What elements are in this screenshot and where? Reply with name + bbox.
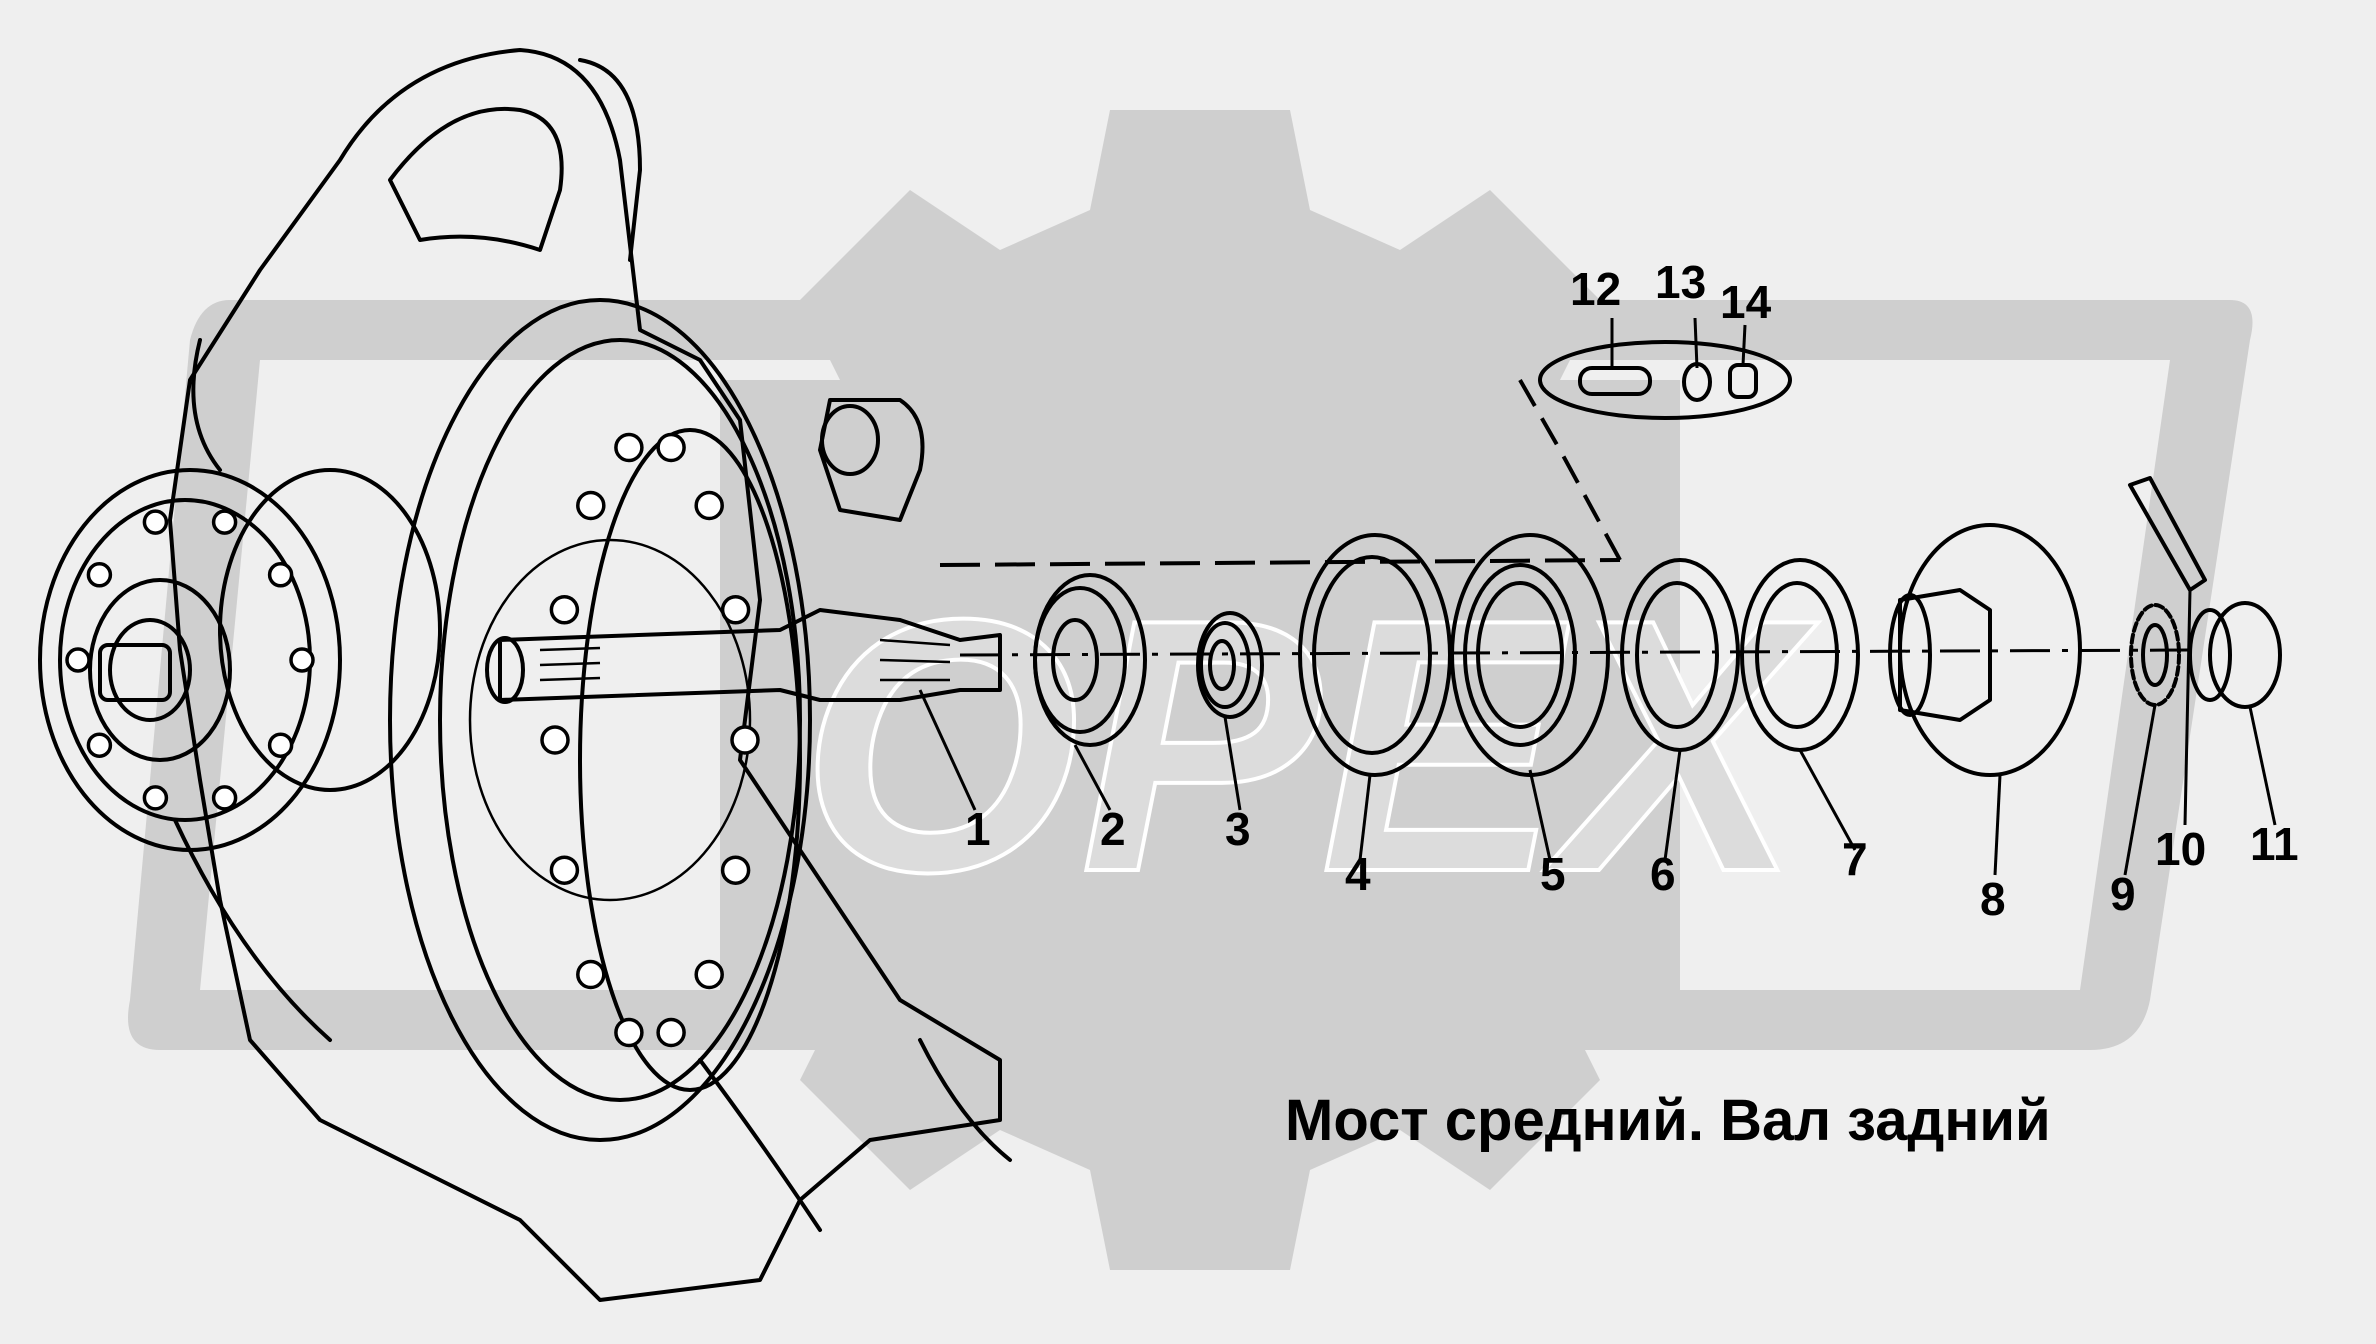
drum-bolt bbox=[720, 595, 751, 625]
flange-bolt bbox=[86, 562, 113, 588]
callout-4: 4 bbox=[1345, 848, 1371, 900]
drum-bolt bbox=[614, 1017, 644, 1048]
hub-flange bbox=[38, 468, 442, 852]
callout-6: 6 bbox=[1650, 848, 1676, 900]
part-8-flange bbox=[1888, 523, 2082, 777]
flange-bolt bbox=[211, 785, 238, 811]
callout-8: 8 bbox=[1980, 873, 2006, 925]
flange-bolt bbox=[142, 785, 169, 811]
flange-bolt bbox=[289, 647, 315, 673]
drum-bolt bbox=[540, 725, 570, 755]
drum-bolt bbox=[730, 725, 760, 755]
brake-drum bbox=[388, 298, 812, 1142]
flange-bolts bbox=[65, 509, 315, 811]
drum-bolts bbox=[540, 432, 760, 1048]
drum-bolt bbox=[549, 595, 580, 625]
callout-1: 1 bbox=[965, 803, 991, 855]
diagram-title: Мост средний. Вал задний bbox=[1285, 1088, 2051, 1153]
drum-bolt bbox=[656, 432, 686, 463]
callout-10: 10 bbox=[2155, 823, 2206, 875]
part-3-bearing bbox=[1196, 611, 1264, 719]
flange-bolt bbox=[267, 562, 294, 588]
part-2-bearing bbox=[1033, 573, 1147, 747]
callout-9: 9 bbox=[2110, 868, 2136, 920]
insert-leader bbox=[1518, 379, 1622, 561]
drum-bolt bbox=[694, 959, 724, 990]
leader-lines bbox=[918, 317, 2277, 876]
drum-bolt bbox=[614, 432, 644, 463]
callouts: 1 2 3 4 5 6 7 8 9 10 11 12 13 14 bbox=[965, 256, 2299, 925]
drum-bolt bbox=[576, 490, 606, 521]
callout-12: 12 bbox=[1570, 263, 1621, 315]
callout-5: 5 bbox=[1540, 848, 1566, 900]
flange-bolt bbox=[65, 647, 91, 673]
callout-3: 3 bbox=[1225, 803, 1251, 855]
watermark-letters: ОРЕХ bbox=[800, 545, 1819, 947]
axle-housing bbox=[168, 48, 1012, 1302]
rear-shaft bbox=[485, 608, 1002, 704]
upper-axis bbox=[939, 558, 1621, 567]
callout-13: 13 bbox=[1655, 256, 1706, 308]
drum-bolt bbox=[576, 959, 606, 990]
drum-bolt bbox=[694, 490, 724, 521]
drum-bolt bbox=[656, 1017, 686, 1048]
flange-bolt bbox=[211, 509, 238, 535]
drum-bolt bbox=[720, 855, 751, 885]
assembly-axis bbox=[959, 648, 2201, 657]
flange-bolt bbox=[142, 509, 169, 535]
callout-2: 2 bbox=[1100, 803, 1126, 855]
flange-bolt bbox=[86, 732, 113, 758]
part-10-cotter-pin bbox=[2128, 476, 2207, 592]
callout-14: 14 bbox=[1720, 276, 1772, 328]
drum-bolt bbox=[549, 855, 580, 885]
flange-bolt bbox=[267, 732, 294, 758]
callout-11: 11 bbox=[2250, 818, 2299, 870]
callout-7: 7 bbox=[1842, 833, 1868, 885]
